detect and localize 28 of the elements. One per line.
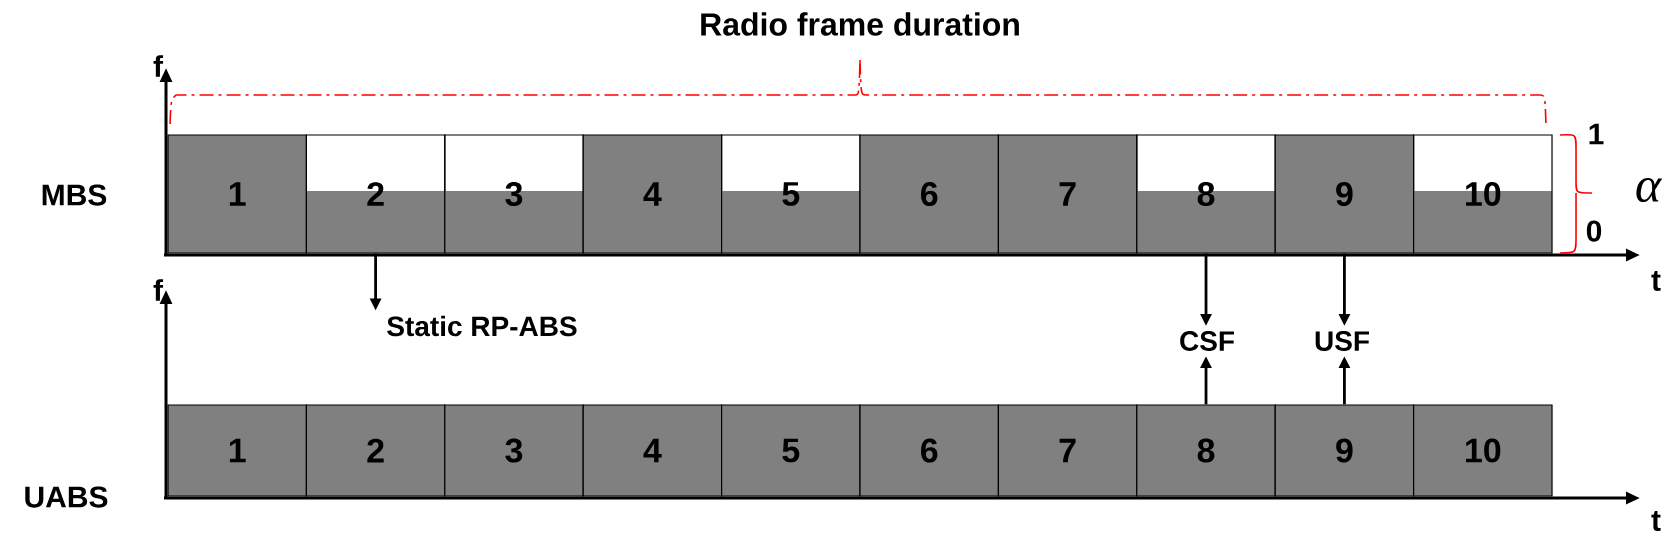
subframe-box: 7 [997, 134, 1138, 254]
scale-label: 1 [1589, 123, 1604, 145]
scale-label: 0 [1586, 220, 1602, 242]
subframe-box: 8 [1136, 404, 1276, 497]
subframe-box: 9 [1274, 134, 1415, 254]
subframe-box: 5 [721, 404, 861, 497]
row-label: UABS [25, 486, 108, 508]
subframe-box: 4 [582, 134, 723, 254]
node-label: USF [1315, 331, 1369, 351]
subframe-box: 9 [1274, 404, 1415, 497]
subframe-box: 1 [167, 404, 307, 497]
subframe-box: 4 [582, 404, 723, 497]
subframe-box: 10 [1413, 404, 1553, 497]
node-label: CSF [1180, 331, 1234, 351]
axis-label: f [153, 279, 164, 301]
subframe-box: 1 [167, 134, 307, 254]
subframe-box: 7 [997, 404, 1138, 497]
row-label: MBS [42, 184, 107, 206]
subframe-box: 2 [305, 404, 446, 497]
axis-label: t [1651, 271, 1661, 291]
subframe-box: 3 [444, 404, 584, 497]
axis-label: t [1651, 511, 1661, 531]
subframe-box: 6 [859, 134, 999, 254]
subframe-box: 6 [859, 404, 999, 497]
axis-label: f [153, 55, 164, 77]
symbol: α [1636, 177, 1662, 203]
title: Radio frame duration [701, 12, 1019, 36]
node-label: Static RP-ABS [387, 315, 577, 337]
